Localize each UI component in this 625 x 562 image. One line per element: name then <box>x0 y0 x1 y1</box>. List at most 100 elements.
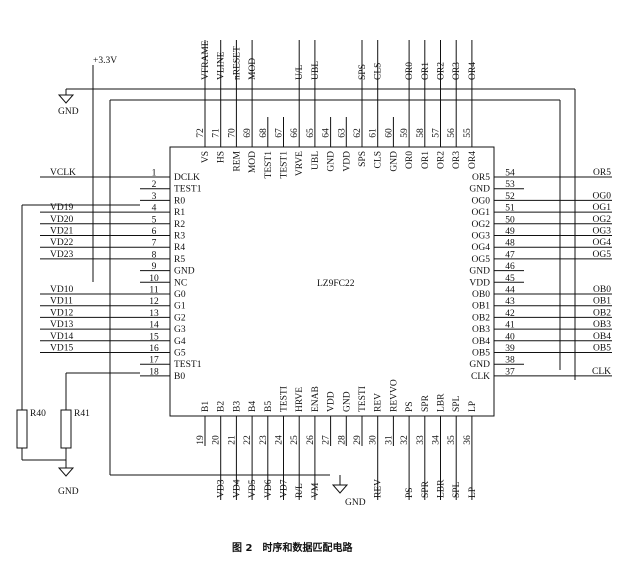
pin-number-left: 16 <box>149 344 159 354</box>
pin-number-right: 38 <box>505 356 515 366</box>
pin-number-top: 63 <box>337 128 347 138</box>
pin-number-right: 44 <box>505 286 515 296</box>
chip-name: LZ9FC22 <box>317 279 355 289</box>
pin-name-bottom: SPL <box>452 395 462 412</box>
net-label-bottom: R/L <box>295 483 305 498</box>
pin-number-bottom: 36 <box>463 435 473 445</box>
pin-name-bottom: B5 <box>264 401 274 412</box>
pin-name-bottom: TESTI <box>280 386 290 412</box>
pin-number-left: 3 <box>152 192 157 202</box>
pin-number-left: 9 <box>152 262 157 272</box>
pin-number-top: 62 <box>353 128 363 138</box>
pin-number-left: 17 <box>149 356 159 366</box>
pin-name-top: VRVE <box>295 151 305 176</box>
pin-number-top: 59 <box>400 128 410 138</box>
bottom-pins: 19B120B2VD321B3VD422B4VD523B5VD624TESTIV… <box>196 379 478 500</box>
pin-name-left: G0 <box>174 290 186 300</box>
pin-number-right: 46 <box>505 262 515 272</box>
pin-number-top: 61 <box>369 128 379 138</box>
pin-name-right: OG4 <box>472 243 491 253</box>
pin-name-bottom: B3 <box>232 401 242 412</box>
figure-caption: 图 2 时序和数据匹配电路 <box>232 541 353 554</box>
pin-name-right: OB3 <box>472 325 490 335</box>
net-label-right: OG5 <box>593 250 612 260</box>
pin-number-bottom: 30 <box>369 435 379 445</box>
ground-symbol-top <box>57 94 75 104</box>
pin-number-top: 66 <box>290 128 300 138</box>
net-label-bottom: LBR <box>437 479 447 498</box>
pin-name-top: HS <box>217 151 227 163</box>
pin-number-top: 71 <box>212 128 222 138</box>
pin-number-right: 47 <box>505 250 515 260</box>
net-label-bottom: VD6 <box>264 479 274 498</box>
pin-number-right: 43 <box>505 297 515 307</box>
pin-number-bottom: 22 <box>243 435 253 445</box>
pin-name-bottom: B4 <box>248 401 258 412</box>
gnd-label-center: GND <box>345 498 366 508</box>
net-label-bottom: SPL <box>452 481 462 498</box>
pin-name-top: OR3 <box>452 151 462 169</box>
net-label-top: CLS <box>374 63 384 80</box>
net-label-bottom: PS <box>405 487 415 498</box>
pin-name-right: OB5 <box>472 349 490 359</box>
net-label-bottom: VD4 <box>232 479 242 498</box>
pin-name-top: UBL <box>311 151 321 170</box>
pin-number-bottom: 27 <box>322 435 332 445</box>
pin-number-right: 53 <box>505 180 515 190</box>
pin-name-bottom: SPR <box>421 394 431 412</box>
pin-name-right: OR5 <box>472 173 490 183</box>
net-label-top: VLINE <box>217 51 227 80</box>
pin-name-right: CLK <box>471 372 490 382</box>
net-label-top: OR2 <box>437 62 447 80</box>
pin-name-right: OG0 <box>472 196 491 206</box>
pin-number-bottom: 31 <box>384 435 394 445</box>
pin-name-top: TEST1 <box>280 151 290 179</box>
pin-name-bottom: VDD <box>327 391 337 412</box>
net-label-right: OB2 <box>593 308 611 318</box>
pin-name-left: R4 <box>174 243 185 253</box>
pin-name-right: OB2 <box>472 313 490 323</box>
pin-name-top: OR0 <box>405 151 415 169</box>
pin-name-top: GND <box>327 151 337 172</box>
pin-name-bottom: B2 <box>217 401 227 412</box>
pin-number-right: 50 <box>505 215 515 225</box>
net-label-top: U/L <box>295 65 305 81</box>
pin-name-right: GND <box>469 267 490 277</box>
pin-number-bottom: 32 <box>400 435 410 445</box>
pin-name-top: GND <box>389 151 399 172</box>
pin-number-left: 13 <box>149 309 159 319</box>
net-label-right: CLK <box>592 367 611 377</box>
pin-number-left: 2 <box>152 180 157 190</box>
net-label-right: OB3 <box>593 320 611 330</box>
pin-number-right: 40 <box>505 332 515 342</box>
pin-name-left: R2 <box>174 220 185 230</box>
pin-number-bottom: 24 <box>275 435 285 445</box>
pin-number-left: 10 <box>149 274 159 284</box>
pin-number-top: 70 <box>227 128 237 138</box>
resistor-label-r41: R41 <box>74 409 90 419</box>
pin-name-top: CLS <box>374 151 384 168</box>
pin-number-left: 14 <box>149 321 159 331</box>
pin-number-top: 68 <box>259 128 269 138</box>
pin-name-top: MOD <box>248 151 258 173</box>
ground-symbol-center <box>331 484 349 494</box>
net-label-left: VD22 <box>50 238 73 248</box>
power-label: +3.3V <box>93 56 117 66</box>
ground-symbol-bottom <box>57 467 75 477</box>
net-label-left: VD15 <box>50 344 73 354</box>
pin-name-bottom: REVVO <box>389 379 399 412</box>
pin-number-right: 41 <box>505 321 515 331</box>
pin-number-top: 58 <box>416 128 426 138</box>
net-label-bottom: REV <box>374 479 384 498</box>
net-label-left: VD11 <box>50 297 73 307</box>
net-label-left: VD10 <box>50 285 73 295</box>
pin-name-top: TEST1 <box>264 151 274 179</box>
net-label-right: OR5 <box>593 168 611 178</box>
pin-number-left: 5 <box>152 215 157 225</box>
pin-name-bottom: B1 <box>201 401 211 412</box>
pin-name-bottom: PS <box>405 401 415 412</box>
pin-name-top: OR1 <box>421 151 431 169</box>
